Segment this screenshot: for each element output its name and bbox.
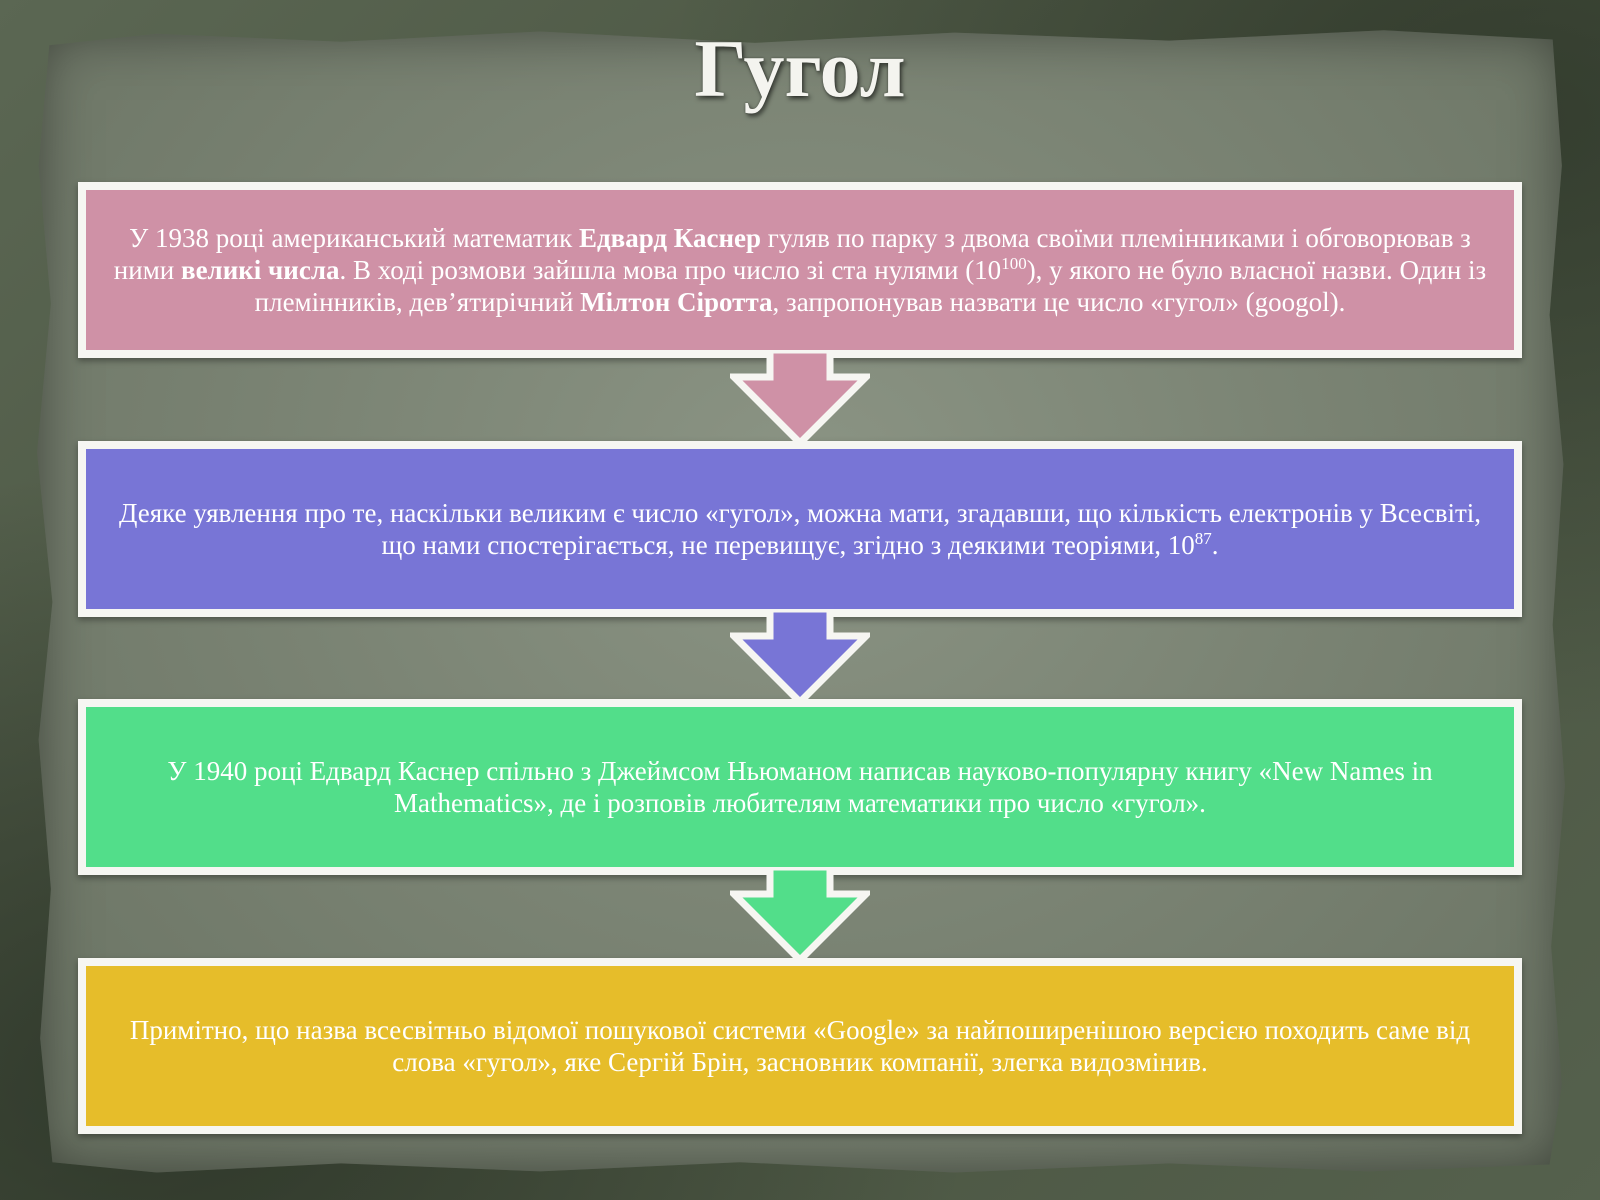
bold-text-segment: Едвард Каснер — [578, 223, 762, 253]
process-box-book-1940: У 1940 році Едвард Каснер спільно з Джей… — [78, 699, 1522, 875]
process-box-electrons: Деяке уявлення про те, наскільки великим… — [78, 441, 1522, 617]
text-segment: гуляв по парку з двома своїми племінника… — [113, 223, 1471, 285]
down-arrow-2-icon — [730, 609, 870, 707]
process-box-text: У 1938 році американський математик Едва… — [100, 222, 1500, 318]
superscript-exponent: 87 — [1194, 529, 1212, 548]
process-box-text: У 1940 році Едвард Каснер спільно з Джей… — [100, 755, 1500, 819]
slide-title: Гугол — [694, 23, 906, 114]
bold-text-segment: великі числа — [180, 255, 340, 285]
text-segment: , запропонував назвати це число «гугол» … — [772, 287, 1346, 317]
text-segment: У 1940 році Едвард Каснер спільно з Джей… — [167, 756, 1433, 818]
process-box-text: Примітно, що назва всесвітньо відомої по… — [100, 1014, 1500, 1078]
text-segment: ), у якого не було власної назви. Один і… — [254, 255, 1487, 317]
text-segment: . В ході розмови зайшла мова про число з… — [339, 255, 1002, 285]
process-box-text: Деяке уявлення про те, наскільки великим… — [100, 497, 1500, 561]
down-arrow-1-icon — [730, 350, 870, 448]
text-segment: Деяке уявлення про те, наскільки великим… — [118, 498, 1481, 560]
process-box-kasner-1938: У 1938 році американський математик Едва… — [78, 182, 1522, 358]
down-arrow-3-icon — [730, 867, 870, 965]
bold-text-segment: Мілтон Сіротта — [580, 287, 773, 317]
superscript-exponent: 100 — [1001, 254, 1027, 273]
process-box-google: Примітно, що назва всесвітньо відомої по… — [78, 958, 1522, 1134]
text-segment: Примітно, що назва всесвітньо відомої по… — [129, 1015, 1471, 1077]
text-segment: У 1938 році американський математик — [129, 223, 579, 253]
text-segment: . — [1211, 530, 1219, 560]
